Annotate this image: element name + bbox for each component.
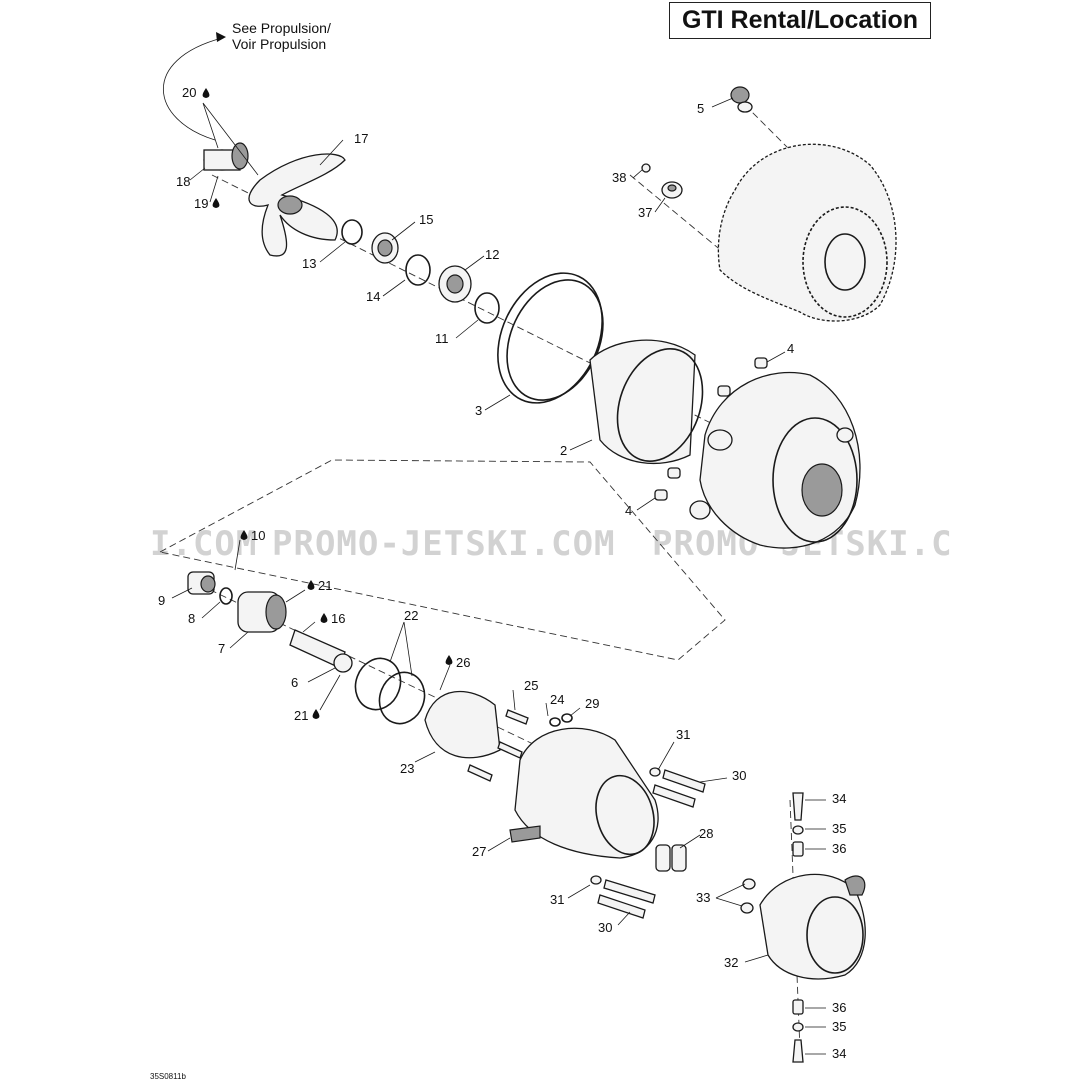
part-23-cone xyxy=(424,690,501,759)
callout-34-bottom: 34 xyxy=(832,1046,846,1061)
callout-9: 9 xyxy=(158,593,165,608)
callout-7: 7 xyxy=(218,641,225,656)
callout-35-bottom: 35 xyxy=(832,1019,846,1034)
oil-drop-icon xyxy=(320,613,328,623)
callout-32: 32 xyxy=(724,955,738,970)
assembly-outline xyxy=(158,459,726,661)
callout-37: 37 xyxy=(638,205,652,220)
callout-2: 2 xyxy=(560,443,567,458)
part-13-circlip xyxy=(341,219,363,245)
oil-drop-icon xyxy=(240,530,248,540)
leader-lines xyxy=(171,97,826,1055)
part-22-orings xyxy=(354,657,426,725)
part-2-wear-ring xyxy=(589,339,704,465)
callout-23: 23 xyxy=(400,761,414,776)
callout-11: 11 xyxy=(435,331,449,346)
callout-13: 13 xyxy=(302,256,316,271)
pump-housing xyxy=(689,371,861,549)
part-18-sleeve xyxy=(203,142,249,171)
callout-22: 22 xyxy=(404,608,418,623)
diagram-code: 35S0811b xyxy=(150,1072,186,1081)
callout-29: 29 xyxy=(585,696,599,711)
callout-8: 8 xyxy=(188,611,195,626)
callout-24: 24 xyxy=(550,692,564,707)
oil-drop-icon xyxy=(212,198,220,208)
watermark: I.COM PROMO-JETSKI.COM PROMO-JETSKI.C xyxy=(150,524,952,564)
callout-14: 14 xyxy=(366,289,380,304)
part-6-shaft xyxy=(289,629,353,673)
part-34-35-36-upper xyxy=(792,792,804,857)
callout-20: 20 xyxy=(182,85,196,100)
part-11-oring xyxy=(474,292,500,324)
callout-6: 6 xyxy=(291,675,298,690)
upper-jet-housing xyxy=(717,143,897,322)
note-line-2: Voir Propulsion xyxy=(232,36,327,52)
callout-35-top: 35 xyxy=(832,821,846,836)
callout-19: 19 xyxy=(194,196,208,211)
watermark-middle: PROMO-JETSKI.COM xyxy=(272,524,616,564)
callout-labels: 20 17 18 19 15 13 12 14 11 5 38 37 4 3 2… xyxy=(158,85,846,1061)
callout-25: 25 xyxy=(524,678,538,693)
part-7-bearing xyxy=(237,591,287,633)
callout-33: 33 xyxy=(696,890,710,905)
axis-line-upper xyxy=(211,104,801,441)
callout-21-bottom: 21 xyxy=(294,708,308,723)
callout-28: 28 xyxy=(699,826,713,841)
part-28-sleeves xyxy=(655,844,687,872)
part-25-24-screws xyxy=(467,709,529,782)
part-12-bearing xyxy=(438,265,472,303)
propulsion-reference-note: See Propulsion/ Voir Propulsion xyxy=(232,20,331,52)
arrow-head xyxy=(216,32,226,42)
part-14-oring xyxy=(405,254,431,286)
oil-drop-icon xyxy=(202,88,210,98)
propulsion-arrow xyxy=(163,37,223,141)
callout-30-bottom: 30 xyxy=(598,920,612,935)
callout-38: 38 xyxy=(612,170,626,185)
oil-drop-icon xyxy=(307,580,315,590)
callout-31-top: 31 xyxy=(676,727,690,742)
part-31-30-bolts-upper xyxy=(649,767,706,808)
callout-16: 16 xyxy=(331,611,345,626)
callout-18: 18 xyxy=(176,174,190,189)
oil-drop-icon xyxy=(312,709,320,719)
diagram-title: GTI Rental/Location xyxy=(669,2,931,39)
callout-36-bottom: 36 xyxy=(832,1000,846,1015)
part-8-oring xyxy=(219,587,233,605)
callout-26: 26 xyxy=(456,655,470,670)
part-29-orings xyxy=(549,713,573,727)
callout-27: 27 xyxy=(472,844,486,859)
callout-17: 17 xyxy=(354,131,368,146)
part-9-cap xyxy=(187,571,216,595)
part-17-impeller xyxy=(248,153,346,257)
callout-4-bottom: 4 xyxy=(625,503,632,518)
oil-drop-icon xyxy=(445,655,453,665)
part-33-bushings xyxy=(740,878,756,914)
part-38-pin xyxy=(641,163,651,173)
callout-15: 15 xyxy=(419,212,433,227)
venturi-housing xyxy=(509,727,659,859)
callout-10: 10 xyxy=(251,528,265,543)
callout-5: 5 xyxy=(697,101,704,116)
steering-nozzle xyxy=(759,873,866,980)
callout-31-bottom: 31 xyxy=(550,892,564,907)
part-31-30-bolts-lower xyxy=(590,875,656,919)
callout-12: 12 xyxy=(485,247,499,262)
callout-36-top: 36 xyxy=(832,841,846,856)
watermark-left: I.COM xyxy=(150,524,257,564)
callout-4-top: 4 xyxy=(787,341,794,356)
callout-30-top: 30 xyxy=(732,768,746,783)
part-5-plug xyxy=(730,86,753,113)
part-15-seal xyxy=(371,232,399,264)
callout-21-top: 21 xyxy=(318,578,332,593)
part-4-studs xyxy=(654,357,768,501)
part-34-35-36-lower xyxy=(792,999,804,1063)
callout-3: 3 xyxy=(475,403,482,418)
note-line-1: See Propulsion/ xyxy=(232,20,331,36)
part-37-grommet xyxy=(661,181,683,199)
callout-34-top: 34 xyxy=(832,791,846,806)
axis-line-lower xyxy=(199,584,801,1051)
